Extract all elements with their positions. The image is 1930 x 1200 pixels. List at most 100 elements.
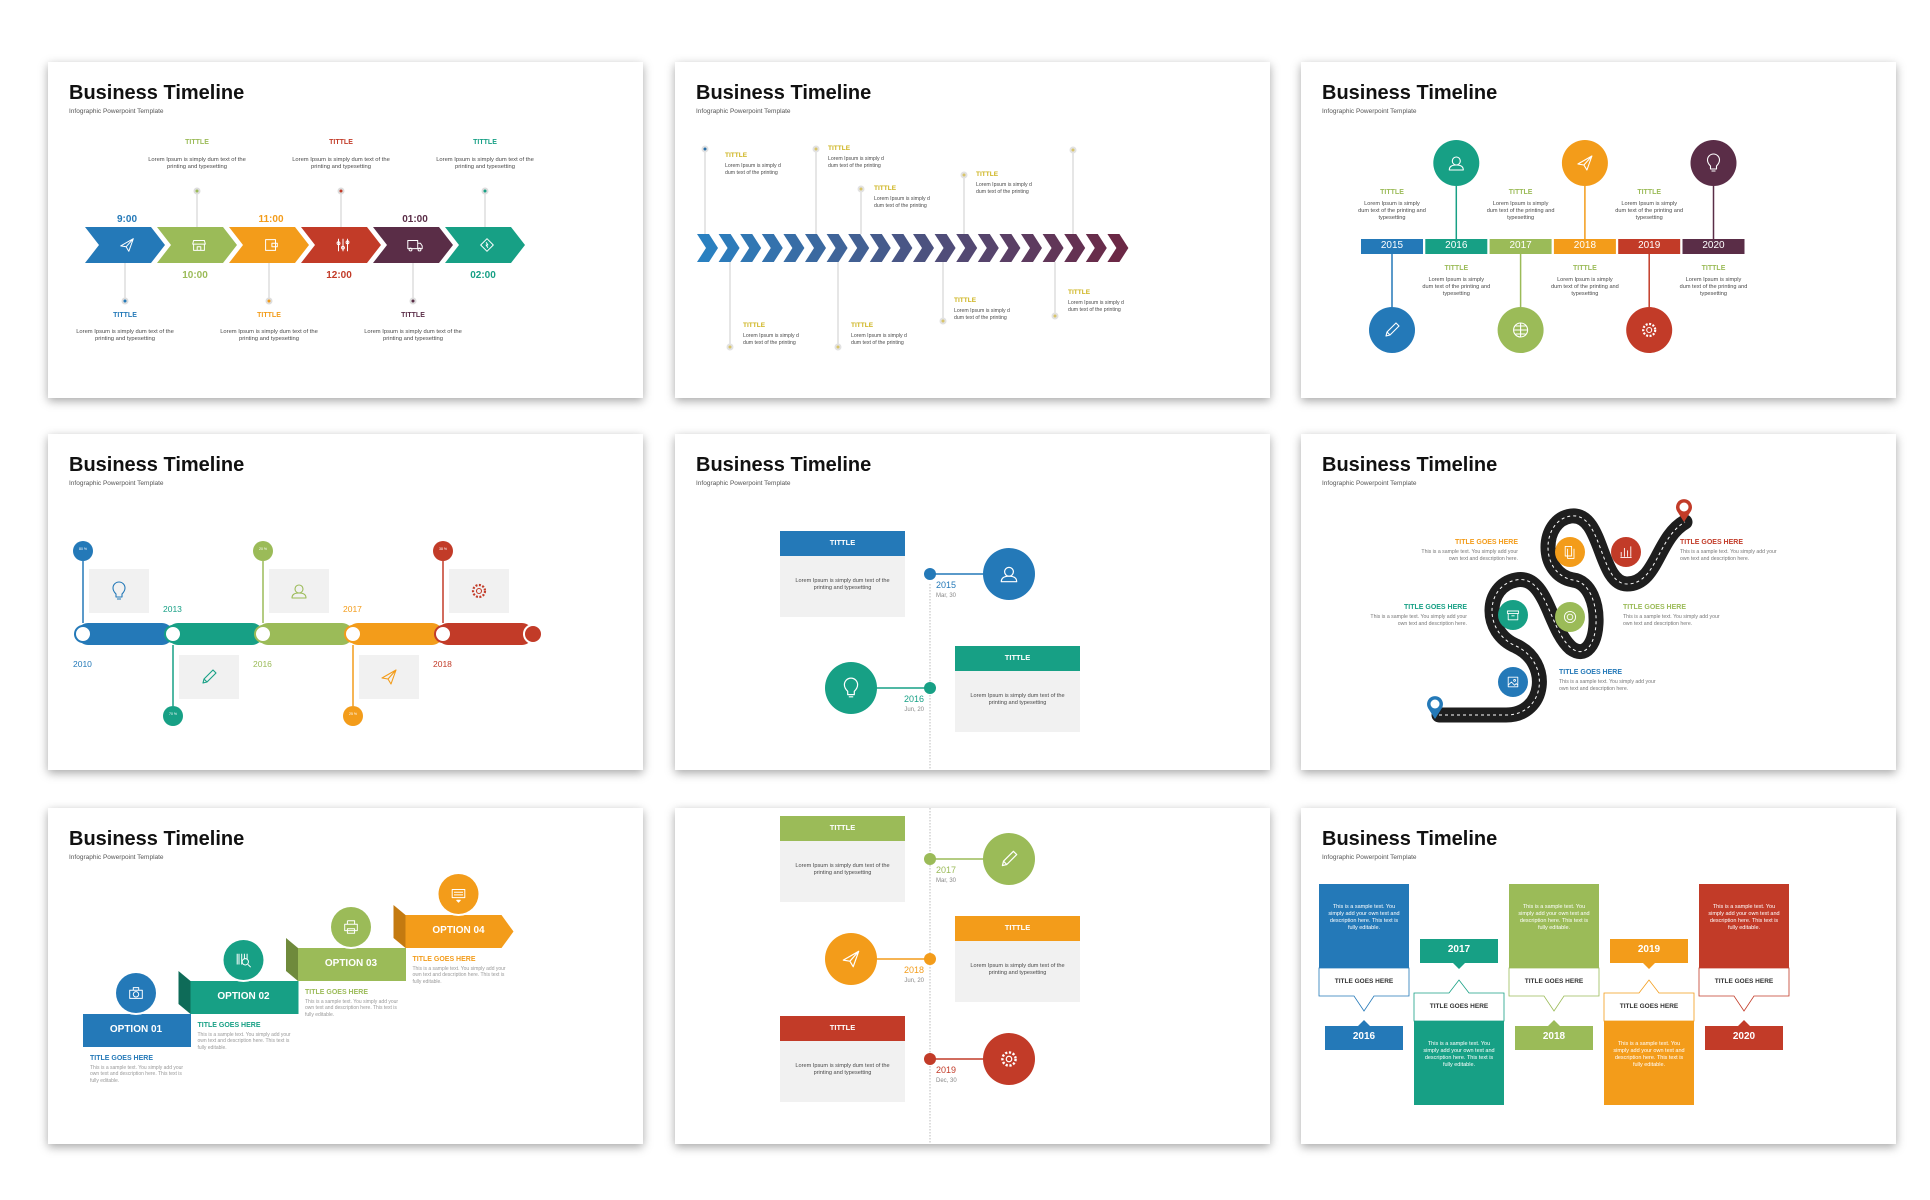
box-text: This is a sample text. You simply add yo… — [1328, 904, 1400, 931]
slide-title: Business Timeline — [69, 828, 245, 850]
item-text: This is a sample text. You simply add yo… — [1421, 549, 1518, 562]
pencil-icon-part — [1001, 850, 1018, 867]
year-label: 2016 — [1352, 1031, 1376, 1042]
item-text: This is a sample text. You simply add yo… — [1370, 614, 1467, 627]
slide-subtitle: Infographic Powerpoint Template — [696, 480, 791, 487]
keyboard-icon — [451, 889, 466, 903]
time-label: 9:00 — [116, 214, 137, 225]
percent-label: 20 % — [259, 547, 267, 551]
camera-icon — [129, 987, 143, 999]
percent-pin — [73, 541, 93, 561]
year-segment — [1489, 239, 1552, 254]
milestone-node — [434, 625, 452, 643]
card-text: Lorem Ipsum is simply dum text of the pr… — [970, 693, 1065, 706]
milestone-node — [164, 625, 182, 643]
strip-chevron — [848, 234, 870, 262]
slide-subtitle: Infographic Powerpoint Template — [69, 480, 164, 487]
documents-icon — [1564, 545, 1575, 559]
user-icon — [291, 584, 307, 599]
item-title: TITLE GOES HERE — [1623, 604, 1687, 611]
time-label: 02:00 — [470, 270, 496, 281]
strip-chevron — [913, 234, 934, 262]
strip-chevron — [761, 234, 783, 262]
item-title: TITTLE — [257, 312, 281, 319]
date-label: Jun, 20 — [904, 707, 924, 713]
year-label: 2015 — [936, 580, 957, 590]
item-title: TITTLE — [725, 152, 748, 159]
slide-title: Business Timeline — [696, 454, 872, 476]
title-callout — [1413, 979, 1505, 1022]
year-box — [1420, 939, 1498, 969]
box-text: This is a sample text. You simply add yo… — [1423, 1041, 1495, 1068]
icon-box — [269, 569, 329, 613]
year-label: 2016 — [1445, 240, 1468, 251]
percent-pin — [343, 706, 363, 726]
step-fold — [286, 938, 298, 981]
lifebuoy-icon-part — [1566, 613, 1574, 621]
year-segment — [1361, 239, 1423, 254]
bar-chart-icon — [1620, 546, 1632, 559]
slide-road-timeline-graphics — [1427, 499, 1693, 723]
paper-plane-icon-part — [1577, 155, 1593, 171]
icon-circle — [1626, 307, 1673, 353]
item-title: TITTLE — [1068, 289, 1091, 296]
pipe-segment — [167, 623, 263, 645]
strip-chevron — [1042, 234, 1064, 262]
percent-label: 25 % — [349, 712, 357, 716]
shop-icon-part — [192, 240, 206, 251]
bulb-icon-part — [112, 581, 126, 600]
year-segment — [1618, 239, 1681, 254]
item-title: TITLE GOES HERE — [1619, 1003, 1679, 1010]
keyboard-icon-part — [451, 889, 466, 899]
pipe-end — [523, 624, 543, 644]
card-header — [780, 1016, 905, 1041]
card-header — [955, 646, 1080, 671]
option-bar — [83, 1014, 191, 1047]
icon-circle — [223, 940, 264, 980]
slide-subtitle: Infographic Powerpoint Template — [1322, 854, 1417, 861]
year-label: 2017 — [343, 604, 362, 614]
item-text: Lorem Ipsum is simply dum text of the pr… — [1615, 201, 1684, 221]
icon-circle — [1561, 140, 1608, 186]
icon-circle — [1498, 667, 1528, 697]
slide-title: Business Timeline — [1322, 454, 1498, 476]
slide-title: Business Timeline — [69, 82, 245, 104]
item-text: Lorem Ipsum is simply dum text of the pr… — [148, 157, 246, 171]
ticket-icon — [480, 238, 494, 252]
gear-icon-part — [1642, 322, 1657, 338]
connector-dot — [1069, 146, 1077, 154]
icon-box — [89, 569, 149, 613]
item-text: Lorem Ipsum is simply dum text of the pr… — [1486, 201, 1555, 221]
item-text: Lorem Ipsum is simply d dum text of the … — [725, 163, 781, 176]
pencil-icon-part — [1385, 322, 1400, 337]
slide-title: Business Timeline — [1322, 828, 1498, 850]
item-text: Lorem Ipsum is simply d dum text of the … — [874, 196, 930, 209]
truck-icon-part — [417, 247, 422, 252]
start-pin-hole — [1430, 699, 1440, 709]
pipe-segment — [77, 623, 173, 645]
card-title: TITTLE — [1004, 653, 1031, 662]
item-text: Lorem Ipsum is simply dum text of the pr… — [1358, 201, 1426, 221]
connector-dot — [121, 297, 129, 305]
documents-icon-part — [1564, 545, 1575, 559]
item-text: Lorem Ipsum is simply d dum text of the … — [851, 333, 907, 346]
sliders-icon — [336, 238, 350, 252]
strip-chevron — [697, 234, 718, 262]
card-header — [955, 916, 1080, 941]
slide-year-circles-graphics — [1361, 140, 1745, 353]
slide-stair-options-graphics — [83, 872, 514, 1047]
icon-circle — [1690, 140, 1737, 186]
item-text: This is a sample text. You simply add yo… — [1680, 549, 1777, 562]
title-callout — [1508, 967, 1600, 1012]
icon-circle — [438, 874, 479, 914]
year-label: 2018 — [1542, 1031, 1566, 1042]
